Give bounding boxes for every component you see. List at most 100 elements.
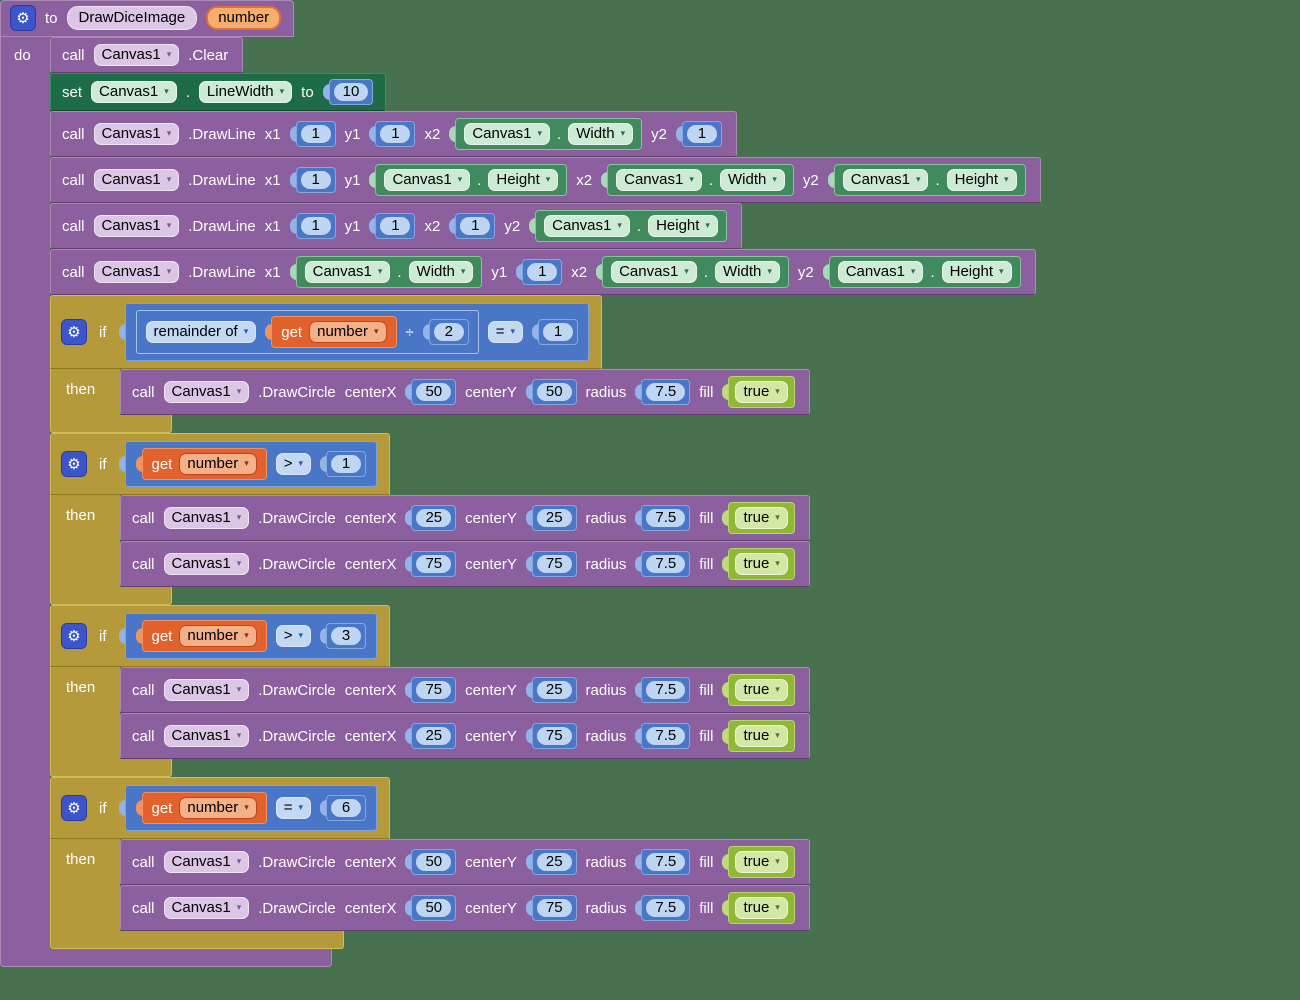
- component-dropdown[interactable]: Canvas1▾: [93, 169, 180, 191]
- number-value[interactable]: 6: [331, 799, 362, 817]
- number-block[interactable]: 1: [320, 451, 367, 477]
- component-dropdown[interactable]: Canvas1▾: [163, 851, 250, 873]
- number-block[interactable]: 1: [369, 213, 416, 239]
- if-header[interactable]: ⚙ if get number▾ =▾ 6: [50, 777, 391, 839]
- number-block[interactable]: 25: [405, 505, 457, 531]
- number-block[interactable]: 50: [405, 895, 457, 921]
- component-getter-block[interactable]: Canvas1▾ . Width▾: [449, 118, 643, 150]
- compare-op-dropdown[interactable]: =▾: [275, 797, 312, 819]
- call-drawcircle-block[interactable]: call Canvas1▾ .DrawCircle centerX 25 cen…: [120, 713, 810, 759]
- number-block[interactable]: 1: [449, 213, 496, 239]
- get-variable-block[interactable]: get number▾: [265, 316, 397, 348]
- number-block[interactable]: 1: [369, 121, 416, 147]
- call-drawcircle-block[interactable]: call Canvas1▾ .DrawCircle centerX 50 cen…: [120, 885, 810, 931]
- param-name[interactable]: number: [218, 9, 270, 26]
- number-value[interactable]: 1: [380, 125, 411, 143]
- number-value[interactable]: 50: [416, 899, 452, 917]
- property-dropdown[interactable]: Height▾: [946, 169, 1017, 191]
- condition-block[interactable]: get number▾ >▾ 3: [119, 613, 378, 659]
- call-drawline-block[interactable]: call Canvas1▾ .DrawLine x1 1 y1 1 x2 Can…: [50, 111, 737, 157]
- boolean-dropdown[interactable]: true▾: [735, 679, 788, 701]
- component-getter-block[interactable]: Canvas1▾ . Width▾: [290, 256, 483, 288]
- number-value[interactable]: 7.5: [646, 555, 686, 573]
- if-block[interactable]: ⚙ if get number▾ >▾ 3 then: [50, 605, 810, 777]
- call-drawcircle-block[interactable]: call Canvas1▾ .DrawCircle centerX 25 cen…: [120, 495, 810, 541]
- property-dropdown[interactable]: LineWidth▾: [198, 81, 293, 103]
- variable-dropdown[interactable]: number▾: [309, 321, 387, 343]
- number-block[interactable]: 3: [320, 623, 367, 649]
- number-value[interactable]: 7.5: [646, 853, 686, 871]
- property-dropdown[interactable]: Width▾: [568, 123, 634, 145]
- component-dropdown[interactable]: Canvas1▾: [842, 169, 929, 191]
- number-block[interactable]: 75: [526, 723, 577, 749]
- condition-block[interactable]: get number▾ =▾ 6: [119, 785, 378, 831]
- number-block[interactable]: 25: [405, 723, 457, 749]
- component-getter-block[interactable]: Canvas1▾ . Height▾: [828, 164, 1026, 196]
- component-dropdown[interactable]: Canvas1▾: [163, 897, 250, 919]
- component-dropdown[interactable]: Canvas1▾: [93, 215, 180, 237]
- number-block[interactable]: 7.5: [635, 895, 691, 921]
- component-getter-block[interactable]: Canvas1▾ . Width▾: [596, 256, 789, 288]
- procedure-name[interactable]: DrawDiceImage: [78, 9, 186, 26]
- component-dropdown[interactable]: Canvas1▾: [91, 81, 177, 103]
- number-value[interactable]: 1: [527, 263, 558, 281]
- compare-op-dropdown[interactable]: >▾: [275, 625, 312, 647]
- call-drawcircle-block[interactable]: call Canvas1▾ .DrawCircle centerX 75 cen…: [120, 541, 810, 587]
- number-value[interactable]: 1: [543, 323, 574, 341]
- number-value[interactable]: 1: [300, 125, 331, 143]
- number-value[interactable]: 10: [333, 83, 369, 101]
- number-value[interactable]: 7.5: [646, 899, 686, 917]
- component-dropdown[interactable]: Canvas1▾: [93, 44, 180, 66]
- number-block[interactable]: 75: [526, 551, 577, 577]
- number-block[interactable]: 75: [405, 677, 457, 703]
- number-value[interactable]: 7.5: [646, 383, 686, 401]
- call-drawline-block[interactable]: call Canvas1▾ .DrawLine x1 1 y1 Canvas1▾…: [50, 157, 1041, 203]
- number-block[interactable]: 6: [320, 795, 367, 821]
- variable-dropdown[interactable]: number▾: [179, 797, 257, 819]
- number-value[interactable]: 1: [460, 217, 491, 235]
- component-getter-block[interactable]: Canvas1▾ . Height▾: [823, 256, 1021, 288]
- get-variable-block[interactable]: get number▾: [136, 620, 267, 652]
- number-block[interactable]: 7.5: [635, 551, 691, 577]
- call-drawline-block[interactable]: call Canvas1▾ .DrawLine x1 Canvas1▾ . Wi…: [50, 249, 1036, 295]
- if-block[interactable]: ⚙ if get number▾ >▾ 1 then: [50, 433, 810, 605]
- number-value[interactable]: 25: [416, 509, 452, 527]
- variable-dropdown[interactable]: number▾: [179, 453, 257, 475]
- component-dropdown[interactable]: Canvas1▾: [304, 261, 391, 283]
- boolean-true-block[interactable]: true▾: [722, 674, 795, 706]
- number-block[interactable]: 25: [526, 505, 577, 531]
- component-dropdown[interactable]: Canvas1▾: [384, 169, 471, 191]
- number-block[interactable]: 50: [405, 379, 457, 405]
- if-header[interactable]: ⚙ if get number▾ >▾ 1: [50, 433, 391, 495]
- number-value[interactable]: 50: [416, 853, 452, 871]
- number-value[interactable]: 25: [536, 681, 572, 699]
- get-variable-block[interactable]: get number▾: [136, 448, 267, 480]
- condition-block[interactable]: remainder of▾ get number▾ ÷ 2 =▾ 1: [119, 303, 590, 361]
- property-dropdown[interactable]: Width▾: [715, 261, 780, 283]
- boolean-dropdown[interactable]: true▾: [735, 725, 788, 747]
- number-block[interactable]: 50: [405, 849, 457, 875]
- number-value[interactable]: 50: [416, 383, 452, 401]
- number-value[interactable]: 7.5: [646, 681, 686, 699]
- number-block[interactable]: 1: [290, 167, 336, 193]
- number-value[interactable]: 1: [686, 125, 717, 143]
- number-value[interactable]: 7.5: [646, 509, 686, 527]
- component-dropdown[interactable]: Canvas1▾: [611, 261, 697, 283]
- number-block[interactable]: 50: [526, 379, 577, 405]
- procedure-name-field[interactable]: DrawDiceImage: [66, 6, 198, 30]
- component-getter-block[interactable]: Canvas1▾ . Height▾: [529, 210, 727, 242]
- number-value[interactable]: 50: [536, 383, 572, 401]
- if-block[interactable]: ⚙ if remainder of▾ get number▾ ÷ 2 =▾: [50, 295, 810, 433]
- component-dropdown[interactable]: Canvas1▾: [464, 123, 551, 145]
- number-value[interactable]: 75: [536, 899, 572, 917]
- boolean-dropdown[interactable]: true▾: [735, 381, 788, 403]
- number-value[interactable]: 25: [536, 853, 572, 871]
- number-value[interactable]: 1: [300, 171, 331, 189]
- boolean-dropdown[interactable]: true▾: [735, 897, 788, 919]
- number-block[interactable]: 7.5: [635, 723, 691, 749]
- if-header[interactable]: ⚙ if get number▾ >▾ 3: [50, 605, 391, 667]
- boolean-true-block[interactable]: true▾: [722, 502, 795, 534]
- number-value[interactable]: 3: [331, 627, 362, 645]
- component-dropdown[interactable]: Canvas1▾: [616, 169, 702, 191]
- number-block[interactable]: 7.5: [635, 677, 691, 703]
